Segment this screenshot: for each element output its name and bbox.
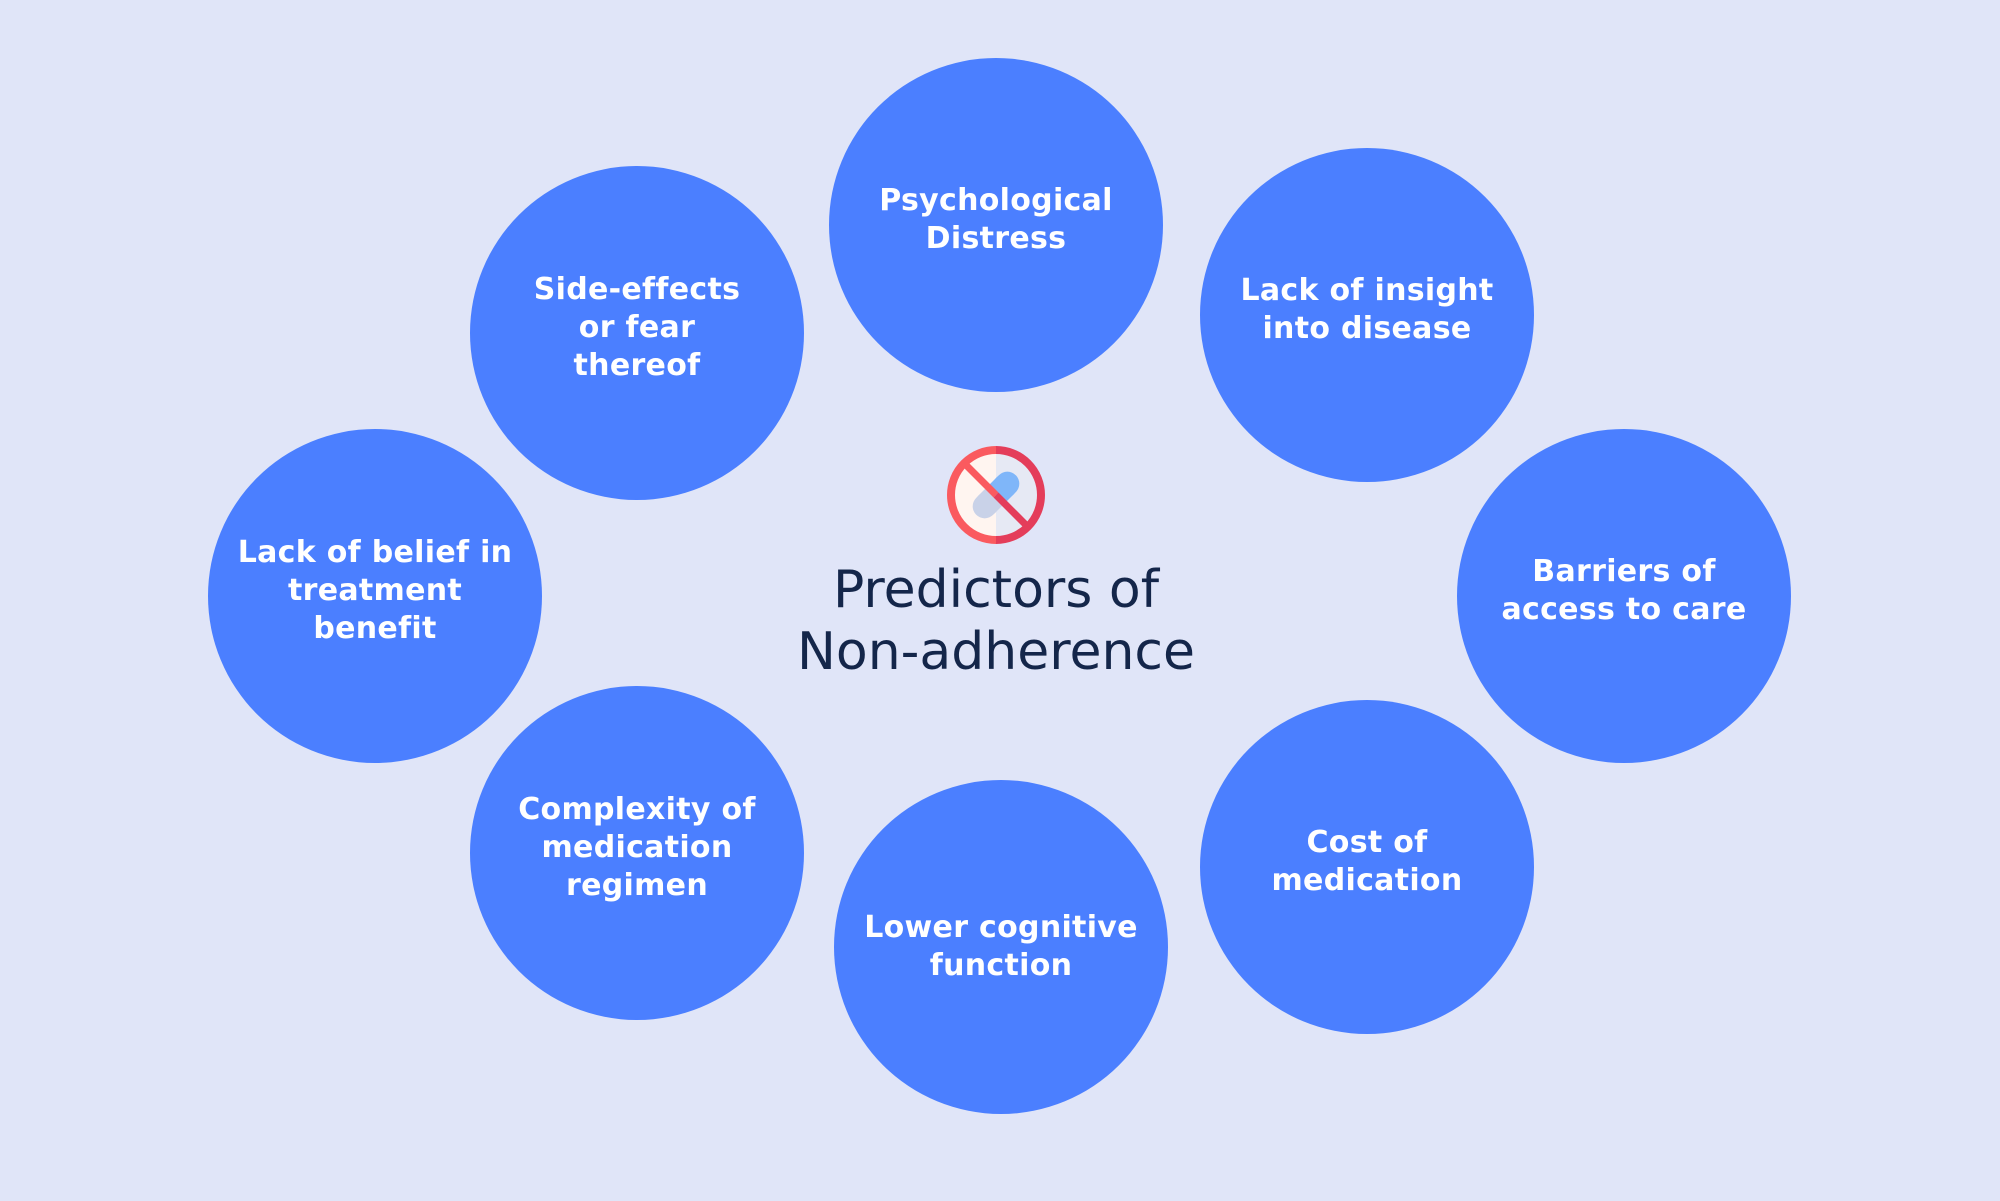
center-block: Predictors of Non-adherence	[700, 445, 1292, 683]
bubble-label: Barriers of access to care	[1501, 554, 1747, 627]
bubble-label: Cost of medication	[1271, 825, 1463, 898]
bubble-label: Complexity of medication regimen	[518, 792, 756, 903]
bubble-label: Psychological Distress	[879, 183, 1113, 256]
bubble-side-effects: Side-effects or fear thereof	[470, 166, 804, 500]
bubble-lack-of-belief: Lack of belief in treatment benefit	[208, 429, 542, 763]
bubble-label: Lack of belief in treatment benefit	[237, 535, 513, 646]
bubble-lower-cognitive-function: Lower cognitive function	[834, 780, 1168, 1114]
bubble-barriers-of-access: Barriers of access to care	[1457, 429, 1791, 763]
diagram-title: Predictors of Non-adherence	[796, 560, 1196, 682]
bubble-label: Lack of insight into disease	[1240, 273, 1494, 346]
bubble-cost-of-medication: Cost of medication	[1200, 700, 1534, 1034]
bubble-complexity-of-regimen: Complexity of medication regimen	[470, 686, 804, 1020]
bubble-label: Lower cognitive function	[864, 910, 1138, 983]
bubble-label: Side-effects or fear thereof	[533, 272, 741, 383]
no-pill-icon	[947, 446, 1045, 544]
bubble-lack-of-insight: Lack of insight into disease	[1200, 148, 1534, 482]
bubble-psychological-distress: Psychological Distress	[829, 58, 1163, 392]
